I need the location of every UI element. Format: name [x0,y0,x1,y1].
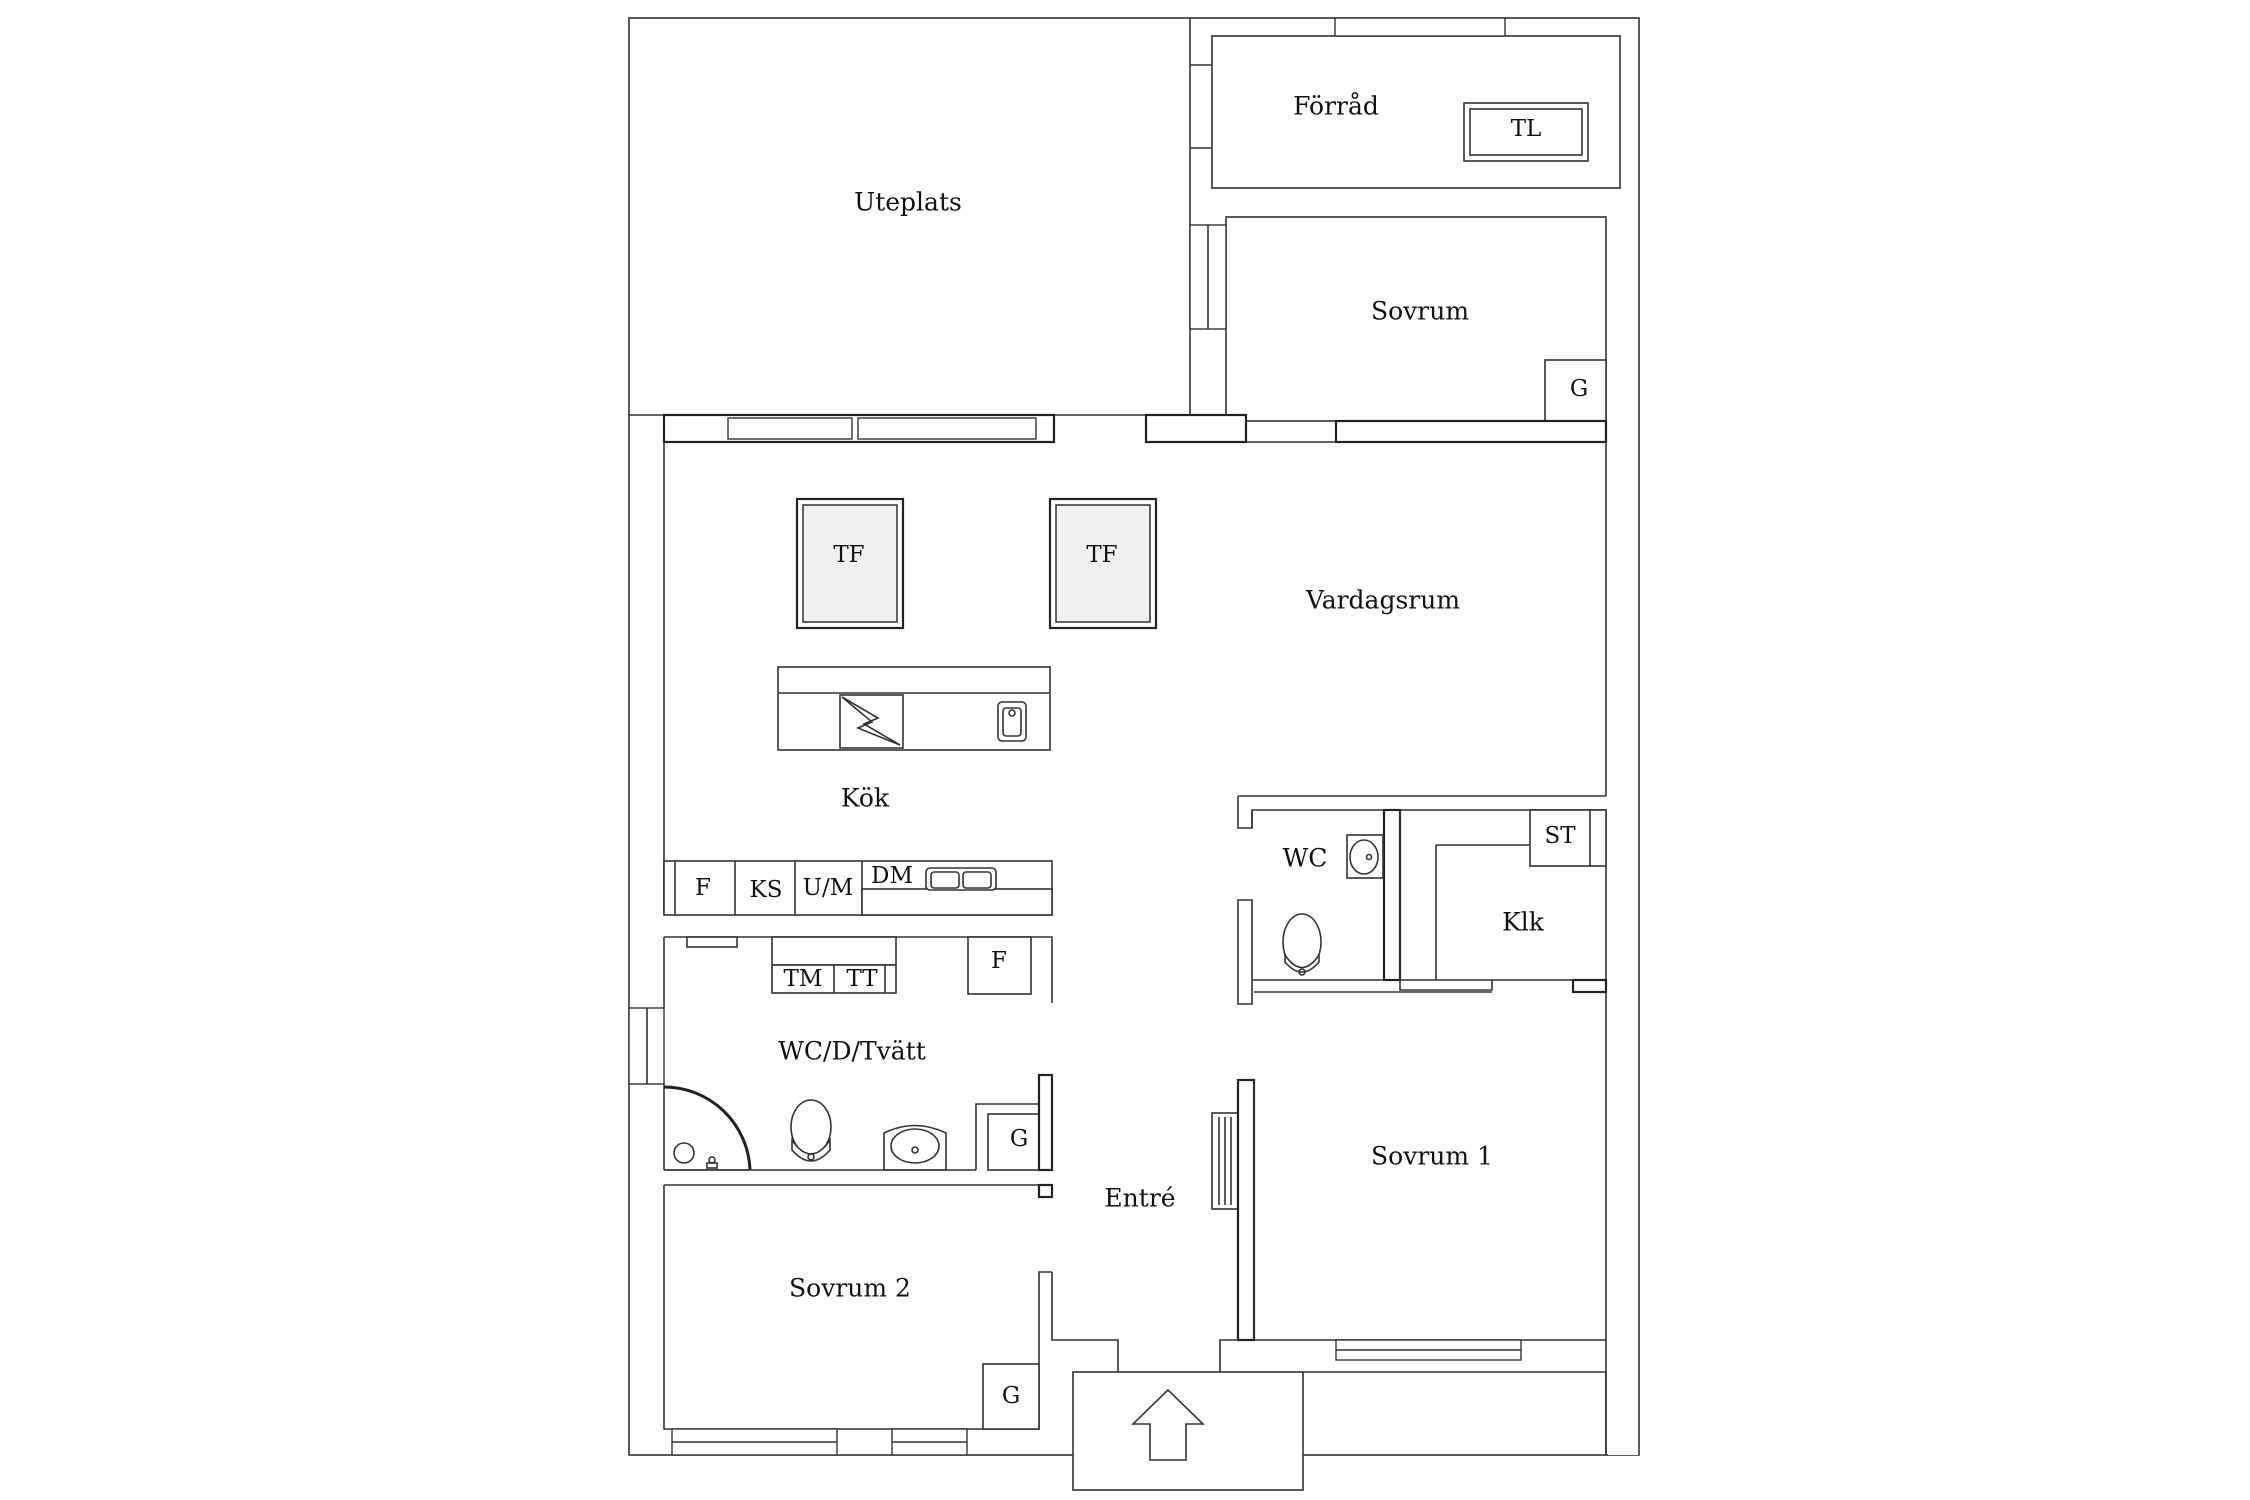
g-closet-sovrum: G [1544,359,1607,422]
tt-label: TT [846,966,878,992]
interior-wall-top [662,413,1608,444]
um-label: U/M [803,875,854,901]
room-label-vardagsrum: Vardagsrum [1305,586,1460,615]
ks-label: KS [750,877,783,903]
f-label-kitchen: F [695,875,711,901]
room-label-sovrum1: Sovrum 1 [1371,1142,1493,1171]
room-label-sovrum: Sovrum [1371,297,1469,326]
sink-icon [1346,834,1384,879]
sink-icon [997,701,1027,742]
room-sovrum: Sovrum G [1189,216,1607,422]
room-uteplats: Uteplats [854,188,962,217]
f-cabinet: F [967,936,1032,995]
st-label: ST [1544,823,1576,849]
dm-label: DM [871,863,913,889]
g-label-sovrum2: G [1002,1383,1020,1409]
room-label-wc: WC [1283,844,1328,873]
room-label-entre: Entré [1104,1184,1175,1213]
sink-icon [925,867,997,891]
g-closet-sovrum2: G [982,1363,1040,1430]
tf-label-right: TF [1086,542,1117,568]
room-label-uteplats: Uteplats [854,188,962,217]
room-label-klk: Klk [1502,908,1545,937]
tf-skylight-right: TF [1048,497,1158,630]
room-label-kok: Kök [841,784,890,813]
entrance-arrow-icon [1131,1388,1205,1461]
tl-label: TL [1511,116,1542,142]
sink-icon [883,1124,947,1171]
room-entre: Entré [1051,1078,1256,1372]
f-label-laundry: F [991,948,1007,974]
tf-skylight-left: TF [795,497,905,630]
room-label-forrad: Förråd [1293,92,1379,121]
room-label-sovrum2: Sovrum 2 [789,1274,911,1303]
tl-fixture: TL [1463,102,1589,162]
entrance-step [1072,1340,1638,1491]
room-forrad: Förråd TL [1190,17,1621,189]
stove-icon [839,694,904,749]
room-sovrum2: Sovrum 2 G [663,1184,1052,1456]
room-klk: ST Klk [1399,809,1608,994]
tf-label-left: TF [833,542,864,568]
radiator-icon [1211,1112,1239,1210]
kitchen-island [777,666,1051,751]
shower-icon [663,1085,752,1171]
g-label-entre: G [1010,1126,1028,1152]
room-wc-d-tvatt: TM TT F WC/D/Tvätt G [628,936,1054,1199]
g-label-sovrum: G [1570,376,1588,402]
room-vardagsrum: Vardagsrum [663,441,1607,915]
room-sovrum1: Sovrum 1 [1253,991,1607,1361]
toilet-icon [790,1099,832,1162]
tm-label: TM [784,966,823,992]
washer-dryer: TM TT [771,936,897,994]
toilet-icon [1282,913,1322,976]
kitchen-counter: F KS U/M DM [663,860,1053,916]
room-label-wc-d-tvatt: WC/D/Tvätt [778,1037,926,1066]
